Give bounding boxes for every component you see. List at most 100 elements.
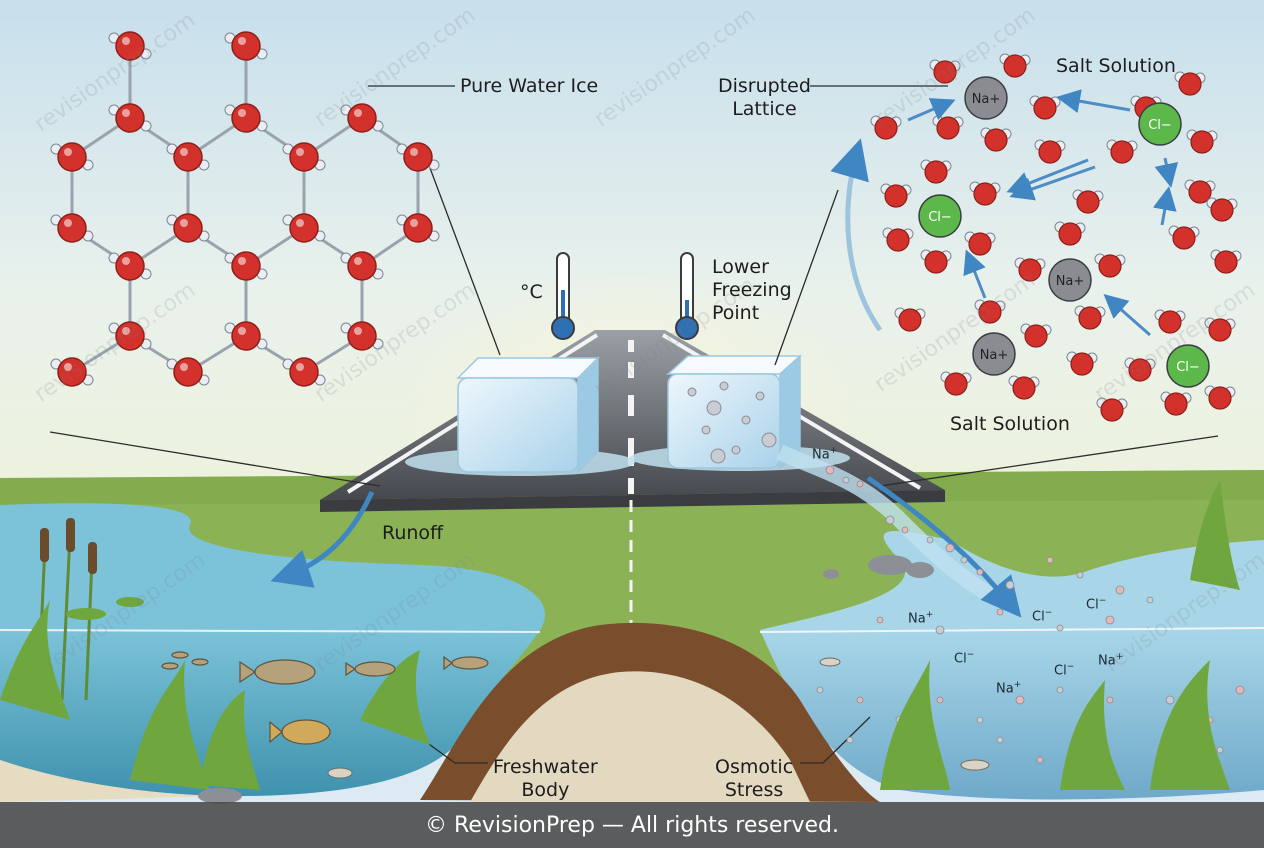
oxygen-atom [115,251,145,281]
sodium-ion-label: Na+ [812,446,838,463]
chloride-ion [1166,344,1210,388]
chloride-ion-symbol: Cl− [1148,118,1172,133]
chloride-ion-label: Cl− [1086,596,1107,613]
atom-highlight [238,257,246,265]
oxygen-atom [231,31,261,61]
atom-highlight [410,148,418,156]
atom-highlight [296,219,304,227]
salt-particle [976,716,984,724]
sodium-ion [1048,258,1092,302]
salt-particle [816,686,824,694]
chloride-ion-symbol: Cl− [1176,360,1200,375]
atom-highlight [122,257,130,265]
freshwater-body-label: Freshwater Body [493,756,598,801]
oxygen-atom [289,213,319,243]
atom-highlight [64,363,72,371]
sand-floor-left [0,760,230,802]
salt-particle [1105,615,1115,625]
salt-particle [1036,756,1044,764]
oxygen-atom [403,142,433,172]
sodium-ion-symbol: Na+ [972,92,1001,107]
oxygen-atom [231,103,261,133]
salt-particle [960,556,968,564]
salt-particle [1056,624,1064,632]
water-molecule [978,300,1002,324]
salt-solution-top-label: Salt Solution [1056,55,1176,77]
lower-freezing-point-label: Lower Freezing Point [712,256,792,324]
water-molecule [1003,54,1027,78]
salt-particle [846,736,854,744]
salt-particle [876,616,884,624]
runoff-label: Runoff [382,522,444,544]
chloride-ion [1138,102,1182,146]
sodium-ion-label: Na+ [1098,652,1124,669]
atom-highlight [122,37,130,45]
sodium-ion-symbol: Na+ [1056,274,1085,289]
chloride-ion-label: Cl− [1032,608,1053,625]
sodium-ion [964,76,1008,120]
ice-lattice [50,31,440,387]
dissolve-arrow [830,138,883,332]
water-molecule [1058,222,1082,246]
salty-water-body [760,630,1264,800]
sodium-ion-label: Na+ [996,680,1022,697]
salt-particle [1146,596,1154,604]
salt-particle [996,736,1004,744]
oxygen-atom [57,213,87,243]
water-molecule [1024,324,1048,348]
salt-solution-molecules: Na+Cl−Cl−Na+Na+Cl− [870,53,1242,422]
thermometer-low-icon [675,252,699,340]
water-molecule [1128,358,1152,382]
water-molecule [944,372,968,396]
atom-highlight [296,363,304,371]
atom-highlight [354,327,362,335]
salt-particle [945,543,955,553]
water-molecule [968,232,992,256]
oxygen-atom [173,142,203,172]
oxygen-atom [173,213,203,243]
salt-particle [976,568,984,576]
brine-runoff-stream [776,444,1004,608]
runoff-arrow-right [866,475,1022,618]
water-molecule [1208,318,1232,342]
cattail-heads [40,518,97,574]
water-molecule [936,116,960,140]
water-molecule [1190,130,1214,154]
sodium-ion-label: Na+ [908,610,934,627]
water-molecule [1033,96,1057,120]
water-molecule [1178,72,1202,96]
water-molecule [1012,376,1036,400]
water-molecule [924,250,948,274]
oxygen-atom [289,142,319,172]
flow-arrows [270,138,1022,618]
copyright-footer: © RevisionPrep — All rights reserved. [0,802,1264,848]
fish [161,651,489,745]
salt-particle [1046,556,1054,564]
ion-motion-arrows [907,89,1179,337]
oxygen-atom [403,213,433,243]
atom-highlight [64,219,72,227]
lily-pads [66,597,144,620]
salt-particle [901,526,909,534]
soil-inner [470,671,810,802]
atom-highlight [180,219,188,227]
salt-particle [1106,696,1114,704]
chloride-ion-label: Cl− [954,650,975,667]
oxygen-atom [231,321,261,351]
water-molecule [1210,198,1234,222]
atom-highlight [354,257,362,265]
salt-particle [885,515,895,525]
disrupted-lattice-label: Disrupted Lattice [718,75,811,120]
salted-ice-cube [666,354,802,470]
salt-particle [926,536,934,544]
chloride-ion [918,194,962,238]
atom-highlight [122,327,130,335]
salt-solution-bottom-label: Salt Solution [950,413,1070,435]
runoff-arrow-left [270,490,375,588]
water-molecule [884,184,908,208]
water-molecule [1100,398,1124,422]
celsius-label: °C [520,281,543,303]
thermometer-icon [551,252,575,340]
atom-highlight [180,148,188,156]
salt-particle [856,480,864,488]
